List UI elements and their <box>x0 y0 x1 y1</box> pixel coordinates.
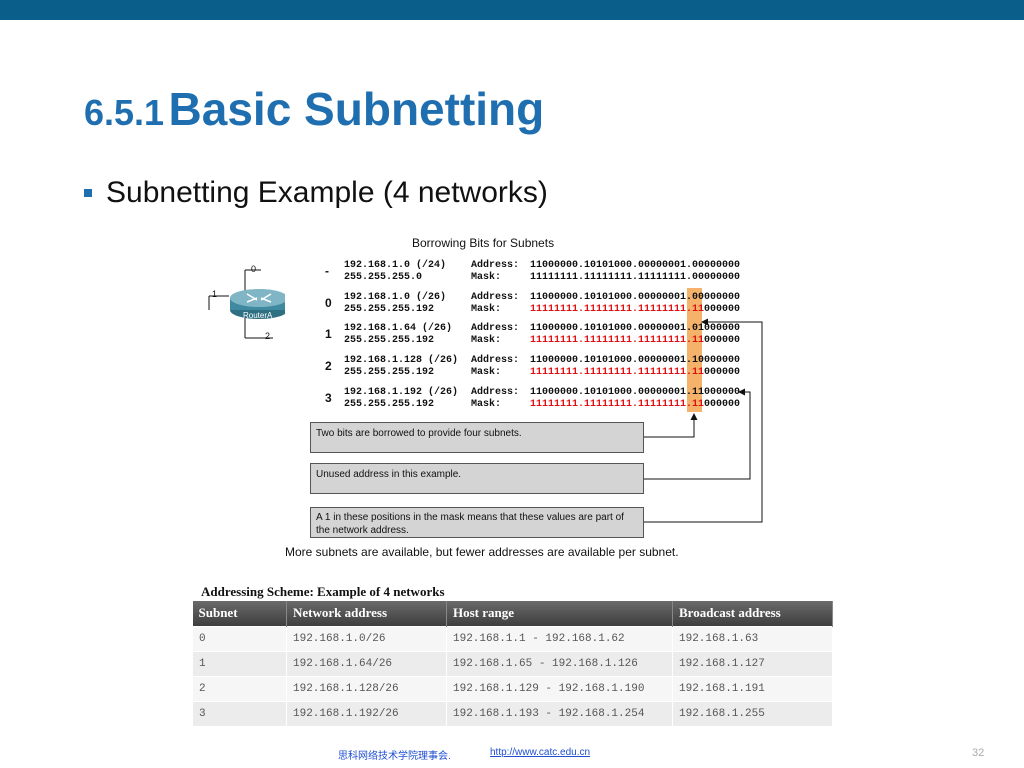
subnet-row-label: 1 <box>325 327 332 341</box>
table-row: 2 192.168.1.128/26 192.168.1.129 - 192.1… <box>192 675 833 702</box>
header-host-range: Host range <box>446 601 673 626</box>
title-text: Basic Subnetting <box>168 83 545 135</box>
row-address-label: Address: <box>471 292 520 303</box>
callout-mask-ones: A 1 in these positions in the mask means… <box>310 507 644 538</box>
table-cell: 192.168.1.127 <box>672 650 833 677</box>
row-mask-decimal: 255.255.255.192 <box>344 304 435 315</box>
router-icon <box>208 269 285 339</box>
row-mask-binary: 11111111.11111111.11111111.11000000 <box>530 399 741 410</box>
row-mask-decimal: 255.255.255.0 <box>344 272 423 283</box>
row-mask-label: Mask: <box>471 272 502 283</box>
header-network: Network address <box>286 601 447 626</box>
row-mask-decimal: 255.255.255.192 <box>344 367 435 378</box>
row-mask-label: Mask: <box>471 335 502 346</box>
table-cell: 192.168.1.192/26 <box>286 700 447 727</box>
router-port-2: 2 <box>265 331 271 341</box>
row-address-binary: 11000000.10101000.00000001.01000000 <box>530 323 741 334</box>
table-title: Addressing Scheme: Example of 4 networks <box>201 584 445 599</box>
bullet-item: Subnetting Example (4 networks) <box>84 176 548 210</box>
row-mask-binary: 11111111.11111111.11111111.11000000 <box>530 304 741 315</box>
row-address-binary: 11000000.10101000.00000001.10000000 <box>530 355 741 366</box>
slide-title: 6.5.1 Basic Subnetting <box>84 82 544 136</box>
table-cell: 192.168.1.63 <box>672 625 833 652</box>
callout-borrowed-bits: Two bits are borrowed to provide four su… <box>310 422 644 453</box>
header-subnet: Subnet <box>192 601 287 626</box>
row-mask-binary: 11111111.11111111.11111111.11000000 <box>530 367 741 378</box>
row-mask-decimal: 255.255.255.192 <box>344 399 435 410</box>
row-address-label: Address: <box>471 260 520 271</box>
subnet-row-label: 0 <box>325 296 332 310</box>
addressing-table: Subnet Network address Host range Broadc… <box>192 601 833 727</box>
row-mask-binary: 11111111.11111111.11111111.11000000 <box>530 335 741 346</box>
table-cell: 1 <box>192 650 287 677</box>
table-cell: 192.168.1.255 <box>672 700 833 727</box>
table-cell: 192.168.1.65 - 192.168.1.126 <box>446 650 673 677</box>
row-network: 192.168.1.192 (/26) <box>344 387 459 398</box>
router-port-1: 1 <box>212 289 218 299</box>
row-address-binary: 11000000.10101000.00000001.00000000 <box>530 292 741 303</box>
figure-note: More subnets are available, but fewer ad… <box>285 545 679 559</box>
row-address-binary: 11000000.10101000.00000001.11000000 <box>530 387 741 398</box>
router-port-0: 0 <box>251 264 257 274</box>
router-name: RouterA <box>243 311 273 320</box>
row-mask-binary: 11111111.11111111.11111111.00000000 <box>530 272 741 283</box>
row-mask-label: Mask: <box>471 399 502 410</box>
row-network: 192.168.1.64 (/26) <box>344 323 453 334</box>
callout-unused-address: Unused address in this example. <box>310 463 644 494</box>
figure-title: Borrowing Bits for Subnets <box>412 236 555 250</box>
table-cell: 3 <box>192 700 287 727</box>
row-mask-label: Mask: <box>471 367 502 378</box>
table-cell: 192.168.1.0/26 <box>286 625 447 652</box>
table-cell: 192.168.1.129 - 192.168.1.190 <box>446 675 673 702</box>
header-broadcast: Broadcast address <box>672 601 833 626</box>
table-cell: 192.168.1.191 <box>672 675 833 702</box>
section-number: 6.5.1 <box>84 92 165 133</box>
table-cell: 192.168.1.128/26 <box>286 675 447 702</box>
table-cell: 192.168.1.1 - 192.168.1.62 <box>446 625 673 652</box>
row-mask-decimal: 255.255.255.192 <box>344 335 435 346</box>
subnet-row-label: - <box>325 264 329 278</box>
row-network: 192.168.1.0 (/24) <box>344 260 447 271</box>
page-number: 32 <box>972 747 985 759</box>
table-cell: 0 <box>192 625 287 652</box>
table-cell: 192.168.1.193 - 192.168.1.254 <box>446 700 673 727</box>
row-network: 192.168.1.0 (/26) <box>344 292 447 303</box>
table-header-row: Subnet Network address Host range Broadc… <box>192 601 833 626</box>
bullet-text: Subnetting Example (4 networks) <box>106 176 548 209</box>
top-bar <box>0 0 1024 20</box>
footer-link[interactable]: http://www.catc.edu.cn <box>490 747 591 758</box>
subnet-row-label: 2 <box>325 359 332 373</box>
subnet-row-label: 3 <box>325 391 332 405</box>
row-address-label: Address: <box>471 355 520 366</box>
table-cell: 2 <box>192 675 287 702</box>
row-address-binary: 11000000.10101000.00000001.00000000 <box>530 260 741 271</box>
table-cell: 192.168.1.64/26 <box>286 650 447 677</box>
table-row: 0 192.168.1.0/26 192.168.1.1 - 192.168.1… <box>192 625 833 652</box>
table-row: 3 192.168.1.192/26 192.168.1.193 - 192.1… <box>192 700 833 727</box>
row-address-label: Address: <box>471 323 520 334</box>
row-mask-label: Mask: <box>471 304 502 315</box>
row-network: 192.168.1.128 (/26) <box>344 355 459 366</box>
bullet-square-icon <box>84 189 92 197</box>
row-address-label: Address: <box>471 387 520 398</box>
table-row: 1 192.168.1.64/26 192.168.1.65 - 192.168… <box>192 650 833 677</box>
footer-org: 思科网络技术学院理事会. <box>338 751 451 762</box>
